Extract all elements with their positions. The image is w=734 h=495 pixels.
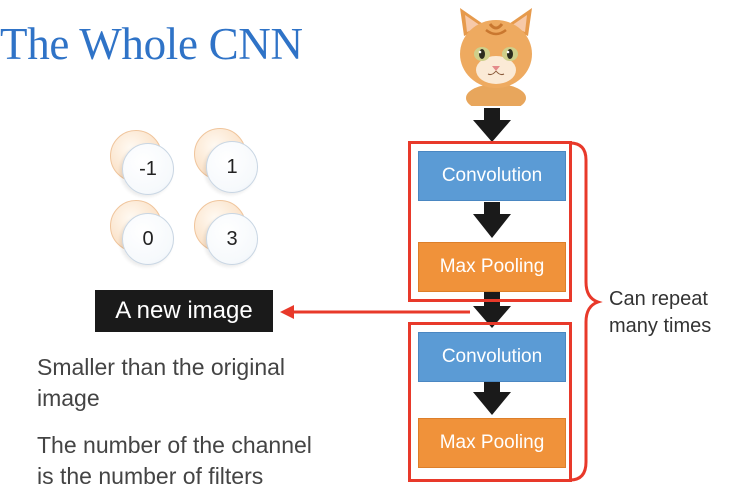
cat-image: [450, 6, 542, 106]
new-image-label: A new image: [95, 290, 273, 332]
feature-map-cell: 0: [110, 200, 174, 265]
stage-frame: [408, 322, 572, 482]
note-line: is the number of filters: [37, 463, 264, 489]
repeat-label: Can repeat many times: [609, 286, 711, 340]
down-arrow: [473, 108, 511, 142]
feature-map-value: -1: [122, 143, 174, 195]
repeat-label-line: many times: [609, 315, 712, 337]
down-arrow: [473, 382, 511, 415]
down-arrow: [473, 202, 511, 238]
convolution-block: Convolution: [418, 151, 566, 201]
output-arrow: [280, 305, 470, 319]
slide-title: The Whole CNN: [0, 19, 303, 69]
stage-frame: [408, 141, 572, 302]
feature-map-value: 3: [206, 213, 258, 265]
repeat-brace: [569, 141, 603, 482]
repeat-label-line: Can repeat: [609, 288, 708, 310]
feature-map-value: 0: [122, 213, 174, 265]
feature-map-cell: 1: [194, 128, 258, 193]
max-pooling-block: Max Pooling: [418, 242, 566, 292]
feature-map-cell: 3: [194, 200, 258, 265]
note-line: image: [37, 385, 100, 411]
note-line: Smaller than the original: [37, 354, 286, 380]
convolution-block: Convolution: [418, 332, 566, 382]
note-line: The number of the channel: [37, 432, 312, 458]
max-pooling-block: Max Pooling: [418, 418, 566, 468]
feature-map-value: 1: [206, 141, 258, 193]
feature-map-cell: -1: [110, 130, 174, 195]
